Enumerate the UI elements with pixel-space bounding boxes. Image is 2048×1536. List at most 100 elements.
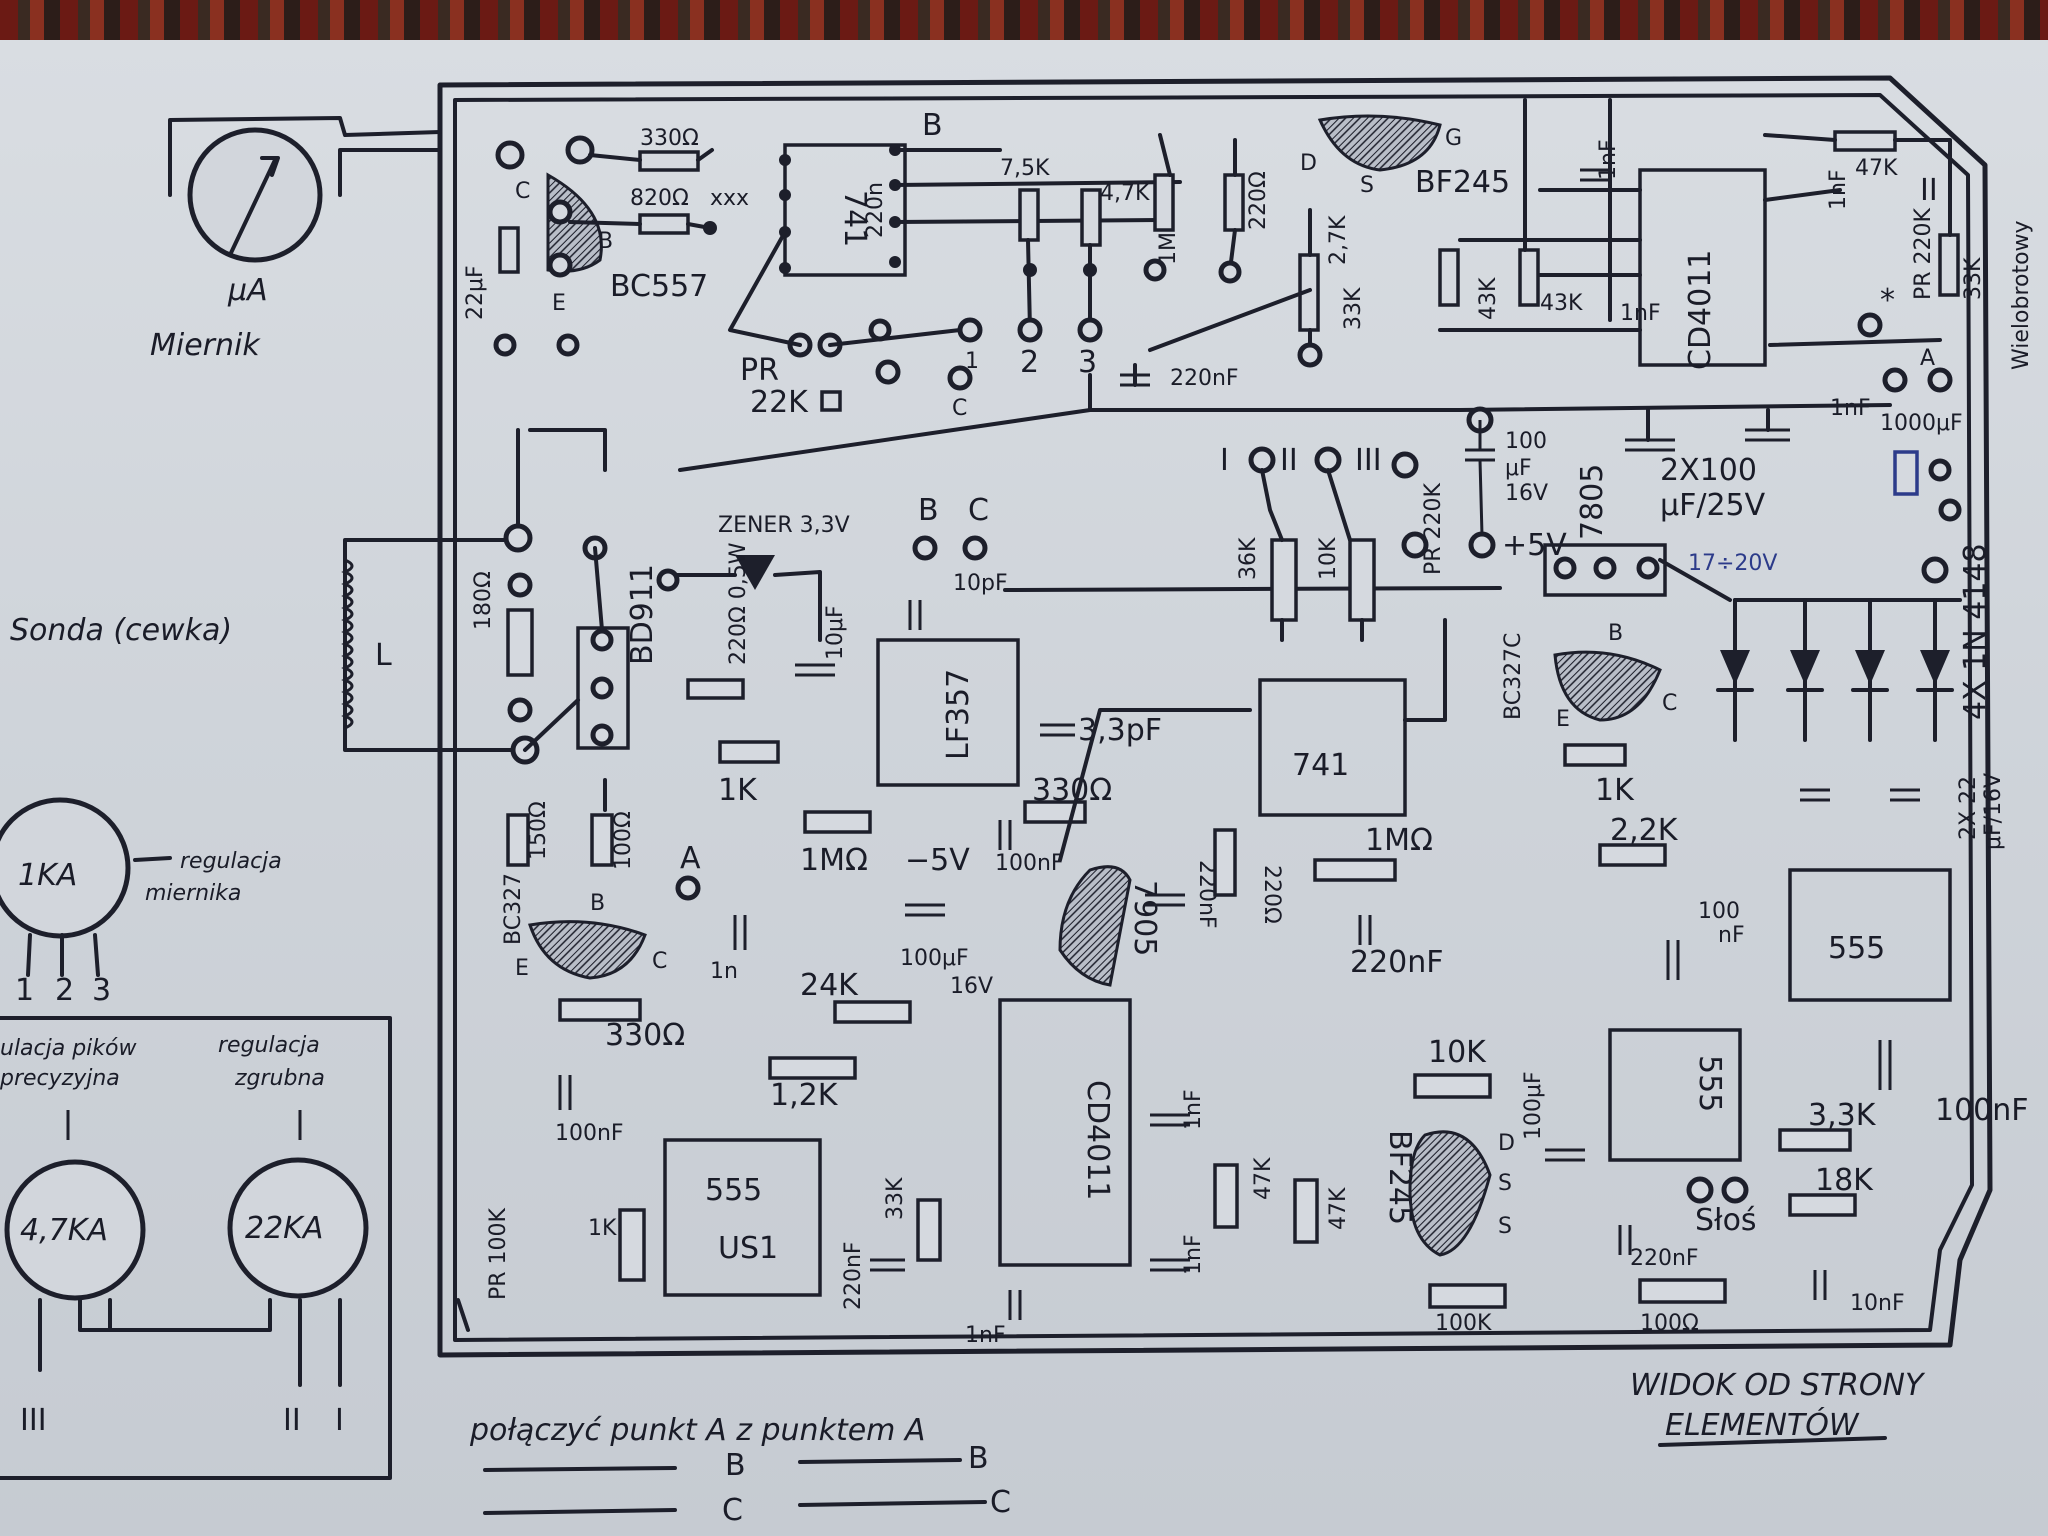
ic-741-mid: 741 220Ω 1MΩ 220nF (1058, 618, 1447, 980)
c1nf-b-label: 1nF (1620, 301, 1661, 326)
note-b-left: B (725, 1448, 746, 1483)
c10nf-label: 10nF (1850, 1291, 1905, 1316)
bc327c-b-pin: B (1608, 621, 1623, 646)
r33k-top-label: 33K (1341, 287, 1366, 330)
pr22k-value: 22K (750, 385, 809, 420)
bf245-top-label: BF245 (1415, 165, 1510, 200)
c100uf-16v-c: 16V (1505, 481, 1548, 506)
pot-1ka-pin-3: 3 (92, 973, 111, 1008)
range-switch: I II III 36K 10K PR 220K 100 μF 16V +5V (1220, 406, 1567, 642)
bottom-notes: połączyć punkt A z punktem A B B C C WID… (469, 1368, 1926, 1528)
r100-label: 100Ω (611, 811, 636, 870)
ne555-mid-label: 555 (1692, 1055, 1727, 1112)
coarse-label-1: regulacja (218, 1033, 320, 1058)
diodes-label: 4X 1N 4148 (1958, 543, 1993, 720)
c1nf-d-label: 1nF (1830, 396, 1871, 421)
bc327-b-pin: B (590, 891, 605, 916)
r1k-a-label: 1K (718, 773, 758, 808)
switch-b-mid: B (918, 493, 939, 528)
r220-05w-label: 220Ω 0,5W (726, 542, 751, 665)
bf245-bot-s1: S (1498, 1171, 1512, 1196)
meter-caption: Miernik (150, 328, 261, 363)
r100-bot-label: 100Ω (1640, 1311, 1699, 1336)
c220n-pin-label: 220n (863, 182, 888, 238)
c10pf-label: 10pF (953, 571, 1008, 596)
pr220k-top-label: PR 220K (1911, 207, 1936, 300)
view-note-2: ELEMENTÓW (1665, 1406, 1860, 1443)
switch-c-pr: C (952, 396, 967, 421)
c2x22-label: 2X 22 (1956, 776, 1981, 840)
pot-47ka-label: 4,7KA (20, 1213, 108, 1248)
bc557-label: BC557 (610, 269, 708, 304)
bf245-bot-d: D (1498, 1131, 1515, 1156)
minus5v-label: −5V (905, 843, 970, 878)
ne555-mid-section: 555 100μF Słoś 220nF 100Ω BF245 D S S 10… (1382, 1028, 1757, 1336)
r47k-b-label: 47K (1326, 1187, 1351, 1230)
probe-caption: Sonda (cewka) (10, 613, 232, 648)
fine-label-1: ulacja pików (0, 1036, 137, 1061)
coarse-label-2: zgrubna (234, 1066, 325, 1091)
pot-22ka-label: 22KA (245, 1211, 323, 1246)
r47k-top-label: 47K (1855, 156, 1898, 181)
diode-bridge: 4X 1N 4148 2X 22 μF/16V (1716, 450, 2006, 850)
probe-coil-label: L (375, 638, 392, 673)
c100uf-16v-e: 16V (950, 974, 993, 999)
c1n-label: 1n (710, 959, 738, 984)
bc557-c-pin: C (515, 179, 530, 204)
cd4011-top: CD4011 43K 43K 1nF 1nF 1nF (1438, 98, 1851, 370)
r1k-low-label: 1K (588, 1216, 617, 1241)
meter-unit-label: μA (227, 273, 268, 308)
c100uf-16v-b: μF (1505, 456, 1532, 481)
r33k-right-label: 33K (1961, 257, 1986, 300)
star-mark: * (1880, 283, 1895, 318)
r4k7-top-label: 4,7K (1100, 181, 1150, 206)
pot-1ka-pin-1: 1 (15, 973, 34, 1008)
pot-1ka-note-1: regulacja (180, 849, 282, 874)
r7k5-label: 7,5K (1000, 156, 1050, 181)
bf245-top-s: S (1360, 173, 1374, 198)
c100uf-16v-d: 100μF (900, 946, 969, 971)
zener-label: ZENER 3,3V (718, 513, 850, 538)
pot-1ka-note-2: miernika (145, 881, 241, 906)
ne555-left-label: 555 (705, 1173, 762, 1208)
probe-section: L Sonda (cewka) 180Ω BD911 (10, 428, 660, 812)
switch-a-mid: A (680, 841, 701, 876)
lf357-label: LF357 (941, 669, 976, 760)
c100nf-right-label: 100nF (1935, 1093, 2029, 1128)
r1m-right-label: 1MΩ (1365, 823, 1433, 858)
c220nf-top-label: 220nF (1170, 366, 1239, 391)
r180-label: 180Ω (471, 571, 496, 630)
c100uf-low-label: 100μF (1521, 1071, 1546, 1140)
c100nf-b-label: 100 (1698, 899, 1740, 924)
c22uf-label: 22μF (463, 265, 488, 320)
c100nf-b2-label: nF (1718, 923, 1745, 948)
bc327-label: BC327 (501, 873, 526, 945)
r330-low-label: 330Ω (605, 1018, 685, 1053)
r220-right-label: 220Ω (1259, 865, 1284, 924)
r1k2-label: 1,2K (770, 1078, 839, 1113)
c1000uf-label: 1000μF (1880, 411, 1963, 436)
note-c-left: C (722, 1493, 743, 1528)
pots-fine-coarse: ulacja pików precyzyjna regulacja zgrubn… (0, 1016, 392, 1480)
ic-741-top-label: 741 (837, 190, 872, 247)
ic-741-mid-label: 741 (1292, 748, 1349, 783)
r10k-low-label: 10K (1428, 1035, 1487, 1070)
switch-ii: II (1280, 443, 1298, 478)
c220nf-r-label: 220nF (1350, 945, 1444, 980)
bf245-bot-s2: S (1498, 1214, 1512, 1239)
view-note-1: WIDOK OD STRONY (1630, 1368, 1926, 1403)
switch-n1: 1 (965, 349, 979, 374)
top-mid-resistors: 7,5K 4,7K 1M 220Ω (1000, 133, 1271, 343)
r24k-label: 24K (800, 968, 859, 1003)
v17-20-label: 17÷20V (1688, 551, 1777, 576)
r2k7-label: 2,7K (1326, 215, 1351, 265)
bc557-e-pin: E (552, 291, 566, 316)
r820-marks: xxx (710, 186, 749, 211)
r330-mid-label: 330Ω (1032, 773, 1112, 808)
r1m-top-label: 1M (1156, 232, 1181, 265)
bc327c-section: BC327C B C E 1K 2,2K 100 nF 555 3,3K 18K… (1501, 621, 2029, 1316)
connect-note: połączyć punkt A z punktem A (469, 1413, 925, 1448)
bf245-top-g: G (1445, 126, 1462, 151)
